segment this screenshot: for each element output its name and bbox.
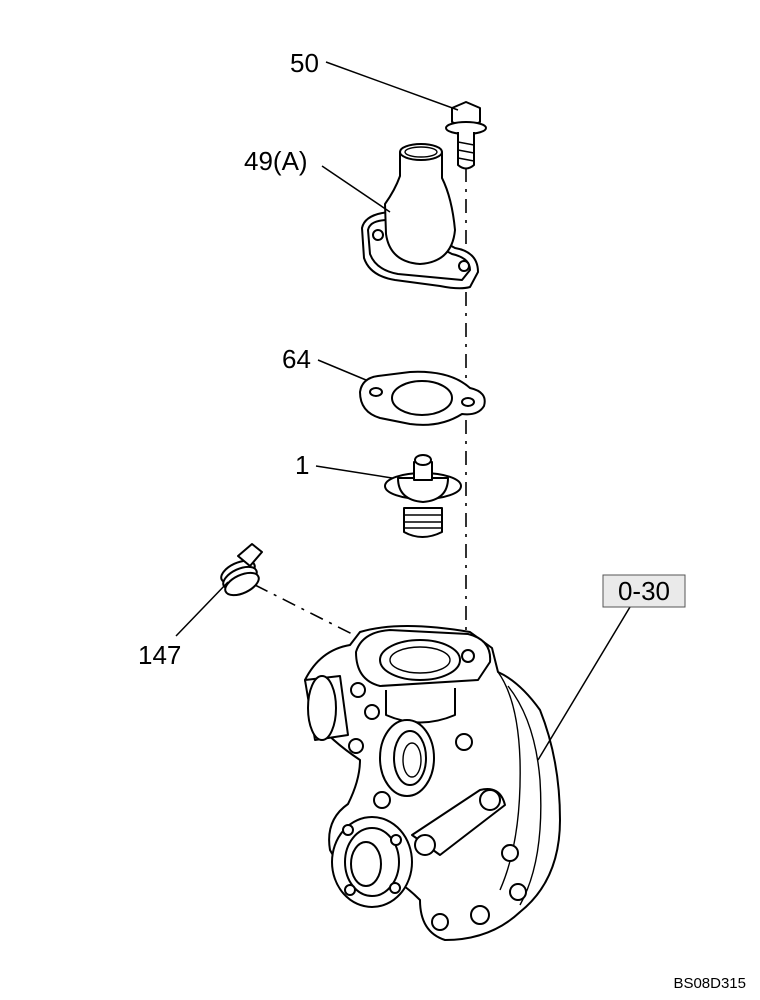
reference-label: 0-30 [618,576,670,606]
gasket-part [359,370,486,426]
bolt-part [445,101,487,170]
callout-50: 50 [290,48,319,78]
callout-64: 64 [282,344,311,374]
pump-housing-part [304,625,561,941]
reference-box: 0-30 [602,574,686,608]
callout-147: 147 [138,640,181,670]
callout-49a: 49(A) [244,146,308,176]
housing-cover-part [361,143,479,290]
clamp-part [220,543,263,597]
drawing-code: BS08D315 [673,975,746,992]
callout-1: 1 [295,450,309,480]
leader-lines [175,61,631,761]
thermostat-part [384,454,462,538]
